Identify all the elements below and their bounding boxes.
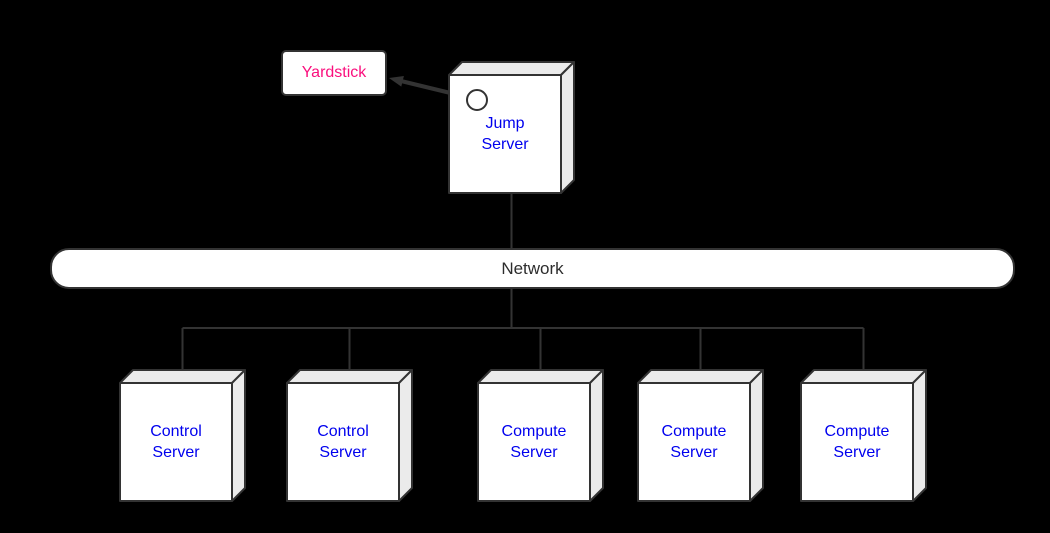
compute-server-node-1: Compute Server (477, 369, 604, 502)
server-box-3d-icon (448, 61, 575, 194)
network-label: Network (501, 258, 564, 278)
server-box-3d-icon (800, 369, 927, 502)
compute-server-node-2: Compute Server (637, 369, 764, 502)
server-box-3d-icon (119, 369, 246, 502)
server-box-3d-icon (286, 369, 413, 502)
server-box-3d-icon (477, 369, 604, 502)
jump-server-node: Jump Server (448, 61, 575, 194)
control-server-node-1: Control Server (119, 369, 246, 502)
server-box-3d-icon (637, 369, 764, 502)
yardstick-arrowhead-icon (389, 76, 404, 87)
interface-port-icon (466, 89, 488, 111)
yardstick-label: Yardstick (301, 64, 367, 81)
network-node: Network (50, 248, 1015, 289)
compute-server-node-3: Compute Server (800, 369, 927, 502)
control-server-node-2: Control Server (286, 369, 413, 502)
yardstick-node: Yardstick (281, 50, 387, 96)
